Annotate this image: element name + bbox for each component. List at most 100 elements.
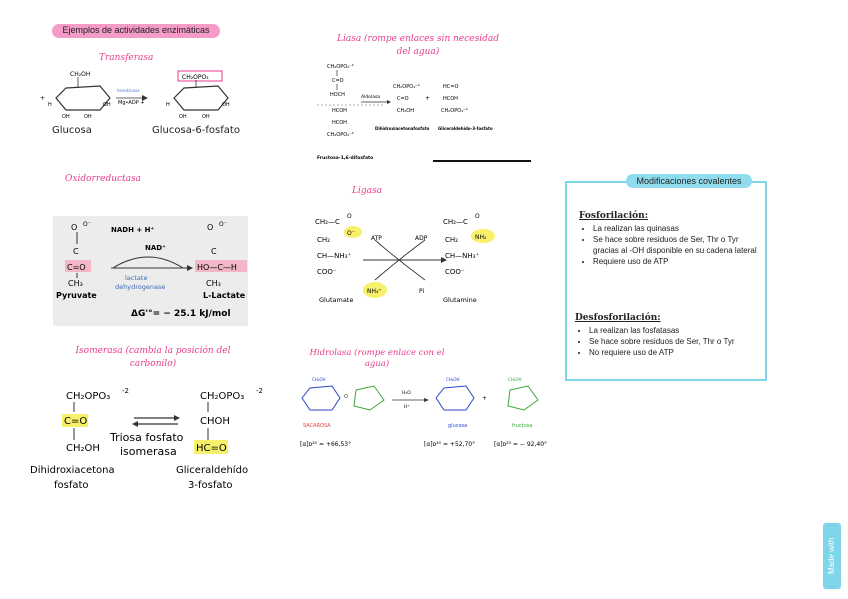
nadh-label: NADH + H⁺ bbox=[111, 226, 155, 234]
fructosa-label: fructosa bbox=[512, 423, 532, 429]
dephos-item: No requiere uso de ATP bbox=[589, 347, 759, 358]
glutamate-label: Glutamate bbox=[319, 296, 353, 304]
svg-text:CH₂—C: CH₂—C bbox=[443, 218, 468, 226]
liasa-label: Liasa (rompe enlaces sin necesidad del a… bbox=[336, 34, 500, 57]
product-line1: Gliceraldehído bbox=[176, 464, 248, 476]
svg-text:HCOH: HCOH bbox=[332, 120, 347, 126]
delta-g-label: ΔG'°= − 25.1 kJ/mol bbox=[131, 309, 231, 319]
substrate-line1: Dihidroxiacetona bbox=[30, 465, 115, 476]
svg-text:CH₂OH: CH₂OH bbox=[312, 377, 326, 382]
svg-text:OH: OH bbox=[202, 114, 210, 120]
svg-text:HCOH: HCOH bbox=[332, 108, 347, 114]
svg-text:CH—NH₃⁺: CH—NH₃⁺ bbox=[445, 252, 479, 260]
phosphate-group: CH₂OPO₃ bbox=[182, 74, 209, 81]
pyruvate-label: Pyruvate bbox=[56, 291, 97, 300]
nh4-label: NH₄⁺ bbox=[367, 288, 382, 295]
svg-text:HOCH: HOCH bbox=[330, 92, 345, 98]
svg-text:COO⁻: COO⁻ bbox=[317, 268, 337, 276]
rotation-glucosa: [α]ᴅ²⁰ = +52,70° bbox=[424, 441, 475, 448]
sacarosa-label: SACAROSA bbox=[303, 423, 331, 429]
svg-text:CH₂—C: CH₂—C bbox=[315, 218, 340, 226]
svg-text:+: + bbox=[40, 95, 45, 102]
charge-left: -2 bbox=[122, 387, 129, 395]
svg-text:HO—C—H: HO—C—H bbox=[197, 263, 237, 272]
svg-text:O: O bbox=[71, 223, 77, 232]
dephos-item: La realizan las fosfatasas bbox=[589, 325, 759, 336]
isomerasa-label: Isomerasa (cambia la posición del carbon… bbox=[75, 346, 231, 369]
choh-right: CHOH bbox=[200, 416, 230, 427]
svg-text:CH₂OH: CH₂OH bbox=[70, 71, 90, 78]
svg-text:OH: OH bbox=[103, 102, 111, 108]
svg-text:NH₂: NH₂ bbox=[475, 234, 487, 241]
covalent-panel: Fosforilación: La realizan las quinasas … bbox=[565, 181, 767, 381]
oxidorreductasa-label: Oxidorreductasa bbox=[65, 174, 142, 184]
substrate-line2: fosfato bbox=[54, 480, 89, 491]
header-pill: Ejemplos de actividades enzimáticas bbox=[52, 24, 220, 38]
mgadp-label: Mg•ADP + bbox=[118, 100, 145, 106]
svg-text:HCOH: HCOH bbox=[443, 96, 458, 102]
water-label: H₂O bbox=[402, 390, 411, 396]
phos-item: La realizan las quinasas bbox=[593, 223, 759, 234]
carbonyl-left: C=O bbox=[64, 416, 87, 427]
atp-label: ATP bbox=[371, 235, 382, 242]
g3p-label: Gliceraldehido-3-fosfato bbox=[438, 126, 493, 131]
hplus-label: H⁺ bbox=[404, 404, 410, 410]
svg-text:C: C bbox=[211, 247, 217, 256]
svg-text:CH₂OPO₃⁻²: CH₂OPO₃⁻² bbox=[441, 108, 468, 114]
lyase-diagram: CH₂OPO₃⁻² C=O HOCH HCOH HCOH CH₂OPO₃⁻² F… bbox=[317, 64, 531, 162]
tpi-line2: isomerasa bbox=[120, 445, 177, 458]
svg-text:CH₂OH: CH₂OH bbox=[446, 377, 460, 382]
glucosa-label: Glucosa bbox=[52, 125, 92, 136]
g6p-label: Glucosa-6-fosfato bbox=[152, 125, 240, 136]
phos-list: La realizan las quinasas Se hace sobre r… bbox=[579, 223, 759, 267]
svg-text:OH: OH bbox=[62, 114, 70, 120]
r1-right: CH₂OPO₃ bbox=[200, 391, 244, 402]
aldehyde-right: HC=O bbox=[196, 443, 227, 454]
phosphate-circle bbox=[177, 70, 223, 82]
svg-text:CH₂: CH₂ bbox=[445, 236, 458, 244]
nad-label: NAD⁺ bbox=[145, 244, 166, 252]
svg-text:CH₂OH: CH₂OH bbox=[508, 377, 522, 382]
goodnotes-watermark: Made with Goodnotes bbox=[823, 523, 848, 589]
phos-title: Fosforilación: bbox=[579, 211, 649, 221]
svg-text:O⁻: O⁻ bbox=[219, 221, 227, 228]
hexokinase-label: hexokinase bbox=[117, 88, 140, 93]
svg-text:C: C bbox=[73, 247, 79, 256]
svg-text:C=O: C=O bbox=[67, 263, 86, 272]
rotation-sacarosa: [α]ᴅ²⁰ = +66,53° bbox=[300, 441, 351, 448]
svg-text:CH₃: CH₃ bbox=[206, 279, 221, 288]
phos-item: Se hace sobre residuos de Ser, Thr o Tyr… bbox=[593, 234, 759, 256]
isomerase-diagram: CH₂OPO₃ -2 C=O CH₂OH Dihidroxiacetona fo… bbox=[30, 387, 263, 491]
dephos-item: Se hace sobre residuos de Ser, Thr o Tyr bbox=[589, 336, 759, 347]
svg-text:H: H bbox=[166, 102, 170, 108]
svg-text:CH—NH₃⁺: CH—NH₃⁺ bbox=[317, 252, 351, 260]
svg-text:O: O bbox=[207, 223, 213, 232]
panel-title-pill: Modificaciones covalentes bbox=[626, 174, 752, 188]
fructose-bisphosphate: Fructosa-1,6-difosfato bbox=[317, 155, 373, 161]
svg-text:COO⁻: COO⁻ bbox=[445, 268, 465, 276]
svg-text:O: O bbox=[347, 213, 352, 220]
svg-text:C=O: C=O bbox=[332, 78, 344, 84]
product-line2: 3-fosfato bbox=[188, 480, 233, 491]
hydrolase-diagram: CH₂OH O SACAROSA H₂O H⁺ CH₂OH glucosa + … bbox=[300, 377, 547, 448]
svg-text:H: H bbox=[48, 102, 52, 108]
dephos-list: La realizan las fosfatasas Se hace sobre… bbox=[575, 325, 759, 358]
hidrolasa-label: Hidrolasa (rompe enlace con el agua) bbox=[309, 348, 445, 369]
svg-text:CH₂OPO₃⁻²: CH₂OPO₃⁻² bbox=[327, 64, 354, 70]
dephos-title: Desfosforilación: bbox=[575, 313, 661, 323]
lactate-label: L-Lactate bbox=[203, 291, 246, 300]
svg-text:CH₃: CH₃ bbox=[68, 279, 83, 288]
svg-text:O⁻: O⁻ bbox=[83, 221, 91, 228]
charge-right: -2 bbox=[256, 387, 263, 395]
svg-text:OH: OH bbox=[179, 114, 187, 120]
transferase-label: Transferasa bbox=[99, 53, 154, 63]
rotation-fructosa: [α]ᴅ²⁰ = − 92,40° bbox=[494, 441, 547, 448]
pi-label: Pi bbox=[419, 288, 424, 295]
svg-text:O: O bbox=[344, 394, 348, 400]
svg-text:OH: OH bbox=[84, 114, 92, 120]
svg-text:HC=O: HC=O bbox=[443, 84, 458, 90]
dhap-label: Dihidroxiacetonafosfato bbox=[375, 126, 430, 131]
glutamine-label: Glutamine bbox=[443, 296, 477, 304]
svg-text:CH₂: CH₂ bbox=[317, 236, 330, 244]
adp-label: ADP bbox=[415, 235, 428, 242]
